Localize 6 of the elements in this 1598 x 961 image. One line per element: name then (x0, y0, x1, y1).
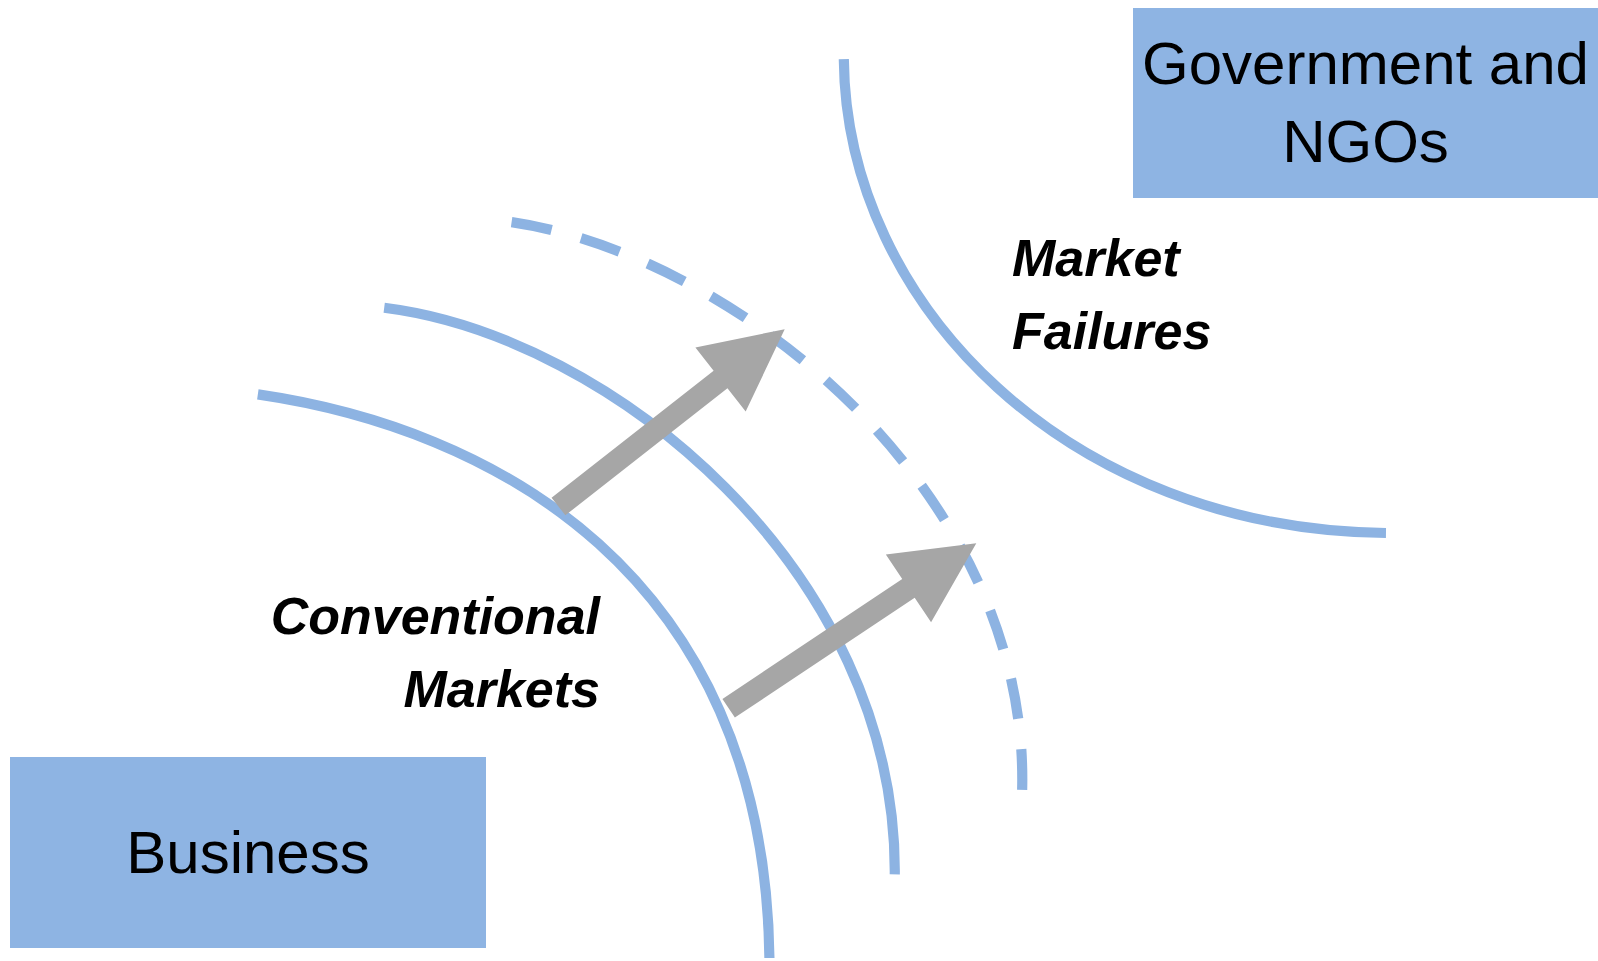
region-label: Conventional Markets (269, 586, 600, 720)
entity-label: Government and NGOs (1141, 29, 1590, 177)
region-label: Market Failures (1012, 228, 1213, 362)
entity-box (1133, 8, 1598, 198)
entity-box (10, 757, 486, 948)
entity-label: Business (126, 817, 370, 888)
